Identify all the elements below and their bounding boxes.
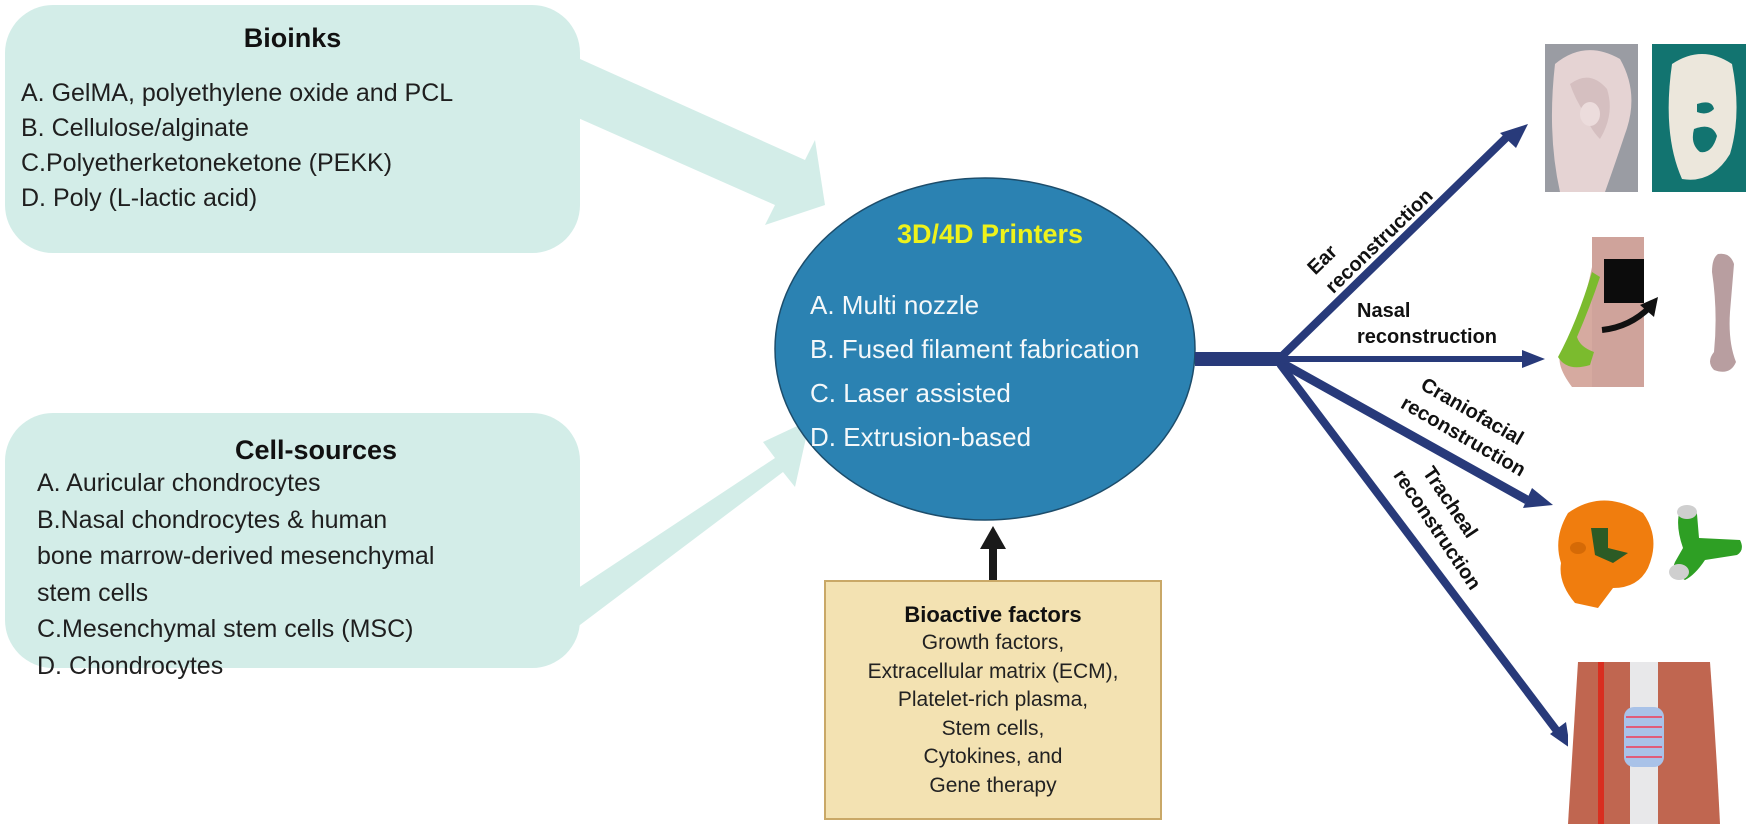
bioinks-list: A. GelMA, polyethylene oxide and PCL B. … [21, 76, 453, 216]
bioinks-title: Bioinks [243, 23, 342, 53]
nasal-curve-arrow-icon [1601, 297, 1658, 333]
bioactive-list: Growth factors, Extracellular matrix (EC… [826, 629, 1160, 800]
nasal-implant-image [1710, 253, 1736, 372]
cell-sources-item: bone marrow-derived mesenchymal [37, 542, 435, 570]
printer-item: B. Fused filament fabrication [810, 334, 1140, 364]
bioactive-item: Platelet-rich plasma, [897, 688, 1089, 711]
bioinks-item: A. GelMA, polyethylene oxide and PCL [21, 79, 454, 107]
branch-nasal [1280, 350, 1545, 368]
cell-sources-item: C.Mesenchymal stem cells (MSC) [37, 615, 414, 643]
bioactive-item: Stem cells, [941, 716, 1045, 740]
bioinks-item: C.Polyetherketoneketone (PEKK) [21, 149, 393, 177]
ear-scaffold-image [1652, 44, 1746, 192]
cell-sources-item: D. Chondrocytes [37, 651, 224, 680]
label-line2: reconstruction [1357, 326, 1498, 348]
bioinks-box: Bioinks A. GelMA, polyethylene oxide and… [5, 5, 580, 253]
bioinks-item: D. Poly (L-lactic acid) [21, 184, 258, 212]
bioinks-item: B. Cellulose/alginate [21, 114, 249, 142]
bioactive-title: Bioactive factors [904, 602, 1082, 627]
bioinks-to-printer-arrow [560, 50, 825, 225]
ear-photo-image [1545, 44, 1638, 192]
branch-tracheal [1276, 361, 1570, 748]
cells-to-printer-arrow [560, 420, 810, 640]
nasal-reconstruction-label: Nasal reconstruction [1357, 298, 1497, 350]
bioactive-arrow-head [980, 526, 1006, 549]
bioactive-item: Extracellular matrix (ECM), [867, 659, 1119, 683]
bone-graft-image [1669, 505, 1742, 580]
printer-item: D. Extrusion-based [810, 422, 1032, 452]
bioactive-item: Growth factors, [921, 631, 1065, 654]
printer-title: 3D/4D Printers [896, 219, 1084, 249]
cell-sources-item: stem cells [37, 578, 149, 607]
printer-ellipse [774, 177, 1196, 521]
branch-craniofacial [1277, 358, 1553, 508]
nasal-face-image [1558, 237, 1644, 387]
cell-sources-list: A. Auricular chondrocytes B.Nasal chondr… [37, 465, 434, 684]
bioactive-item: Cytokines, and [923, 745, 1063, 768]
cell-sources-item: B.Nasal chondrocytes & human [37, 505, 388, 534]
cell-sources-box: Cell-sources A. Auricular chondrocytes B… [5, 413, 580, 680]
skull-image [1558, 500, 1654, 608]
bioactive-factors-box: Bioactive factors Growth factors, Extrac… [824, 580, 1162, 820]
trachea-image [1568, 662, 1720, 824]
cell-sources-title: Cell-sources [235, 435, 398, 465]
cell-sources-item: A. Auricular chondrocytes [37, 469, 321, 497]
printer-item: C. Laser assisted [810, 378, 1011, 408]
bioactive-item: Gene therapy [929, 773, 1057, 797]
branch-ear [1277, 124, 1528, 361]
printer-item: A. Multi nozzle [810, 290, 980, 320]
label-line1: Nasal [1357, 300, 1411, 322]
printer-list: A. Multi nozzle B. Fused filament fabric… [810, 283, 1140, 459]
